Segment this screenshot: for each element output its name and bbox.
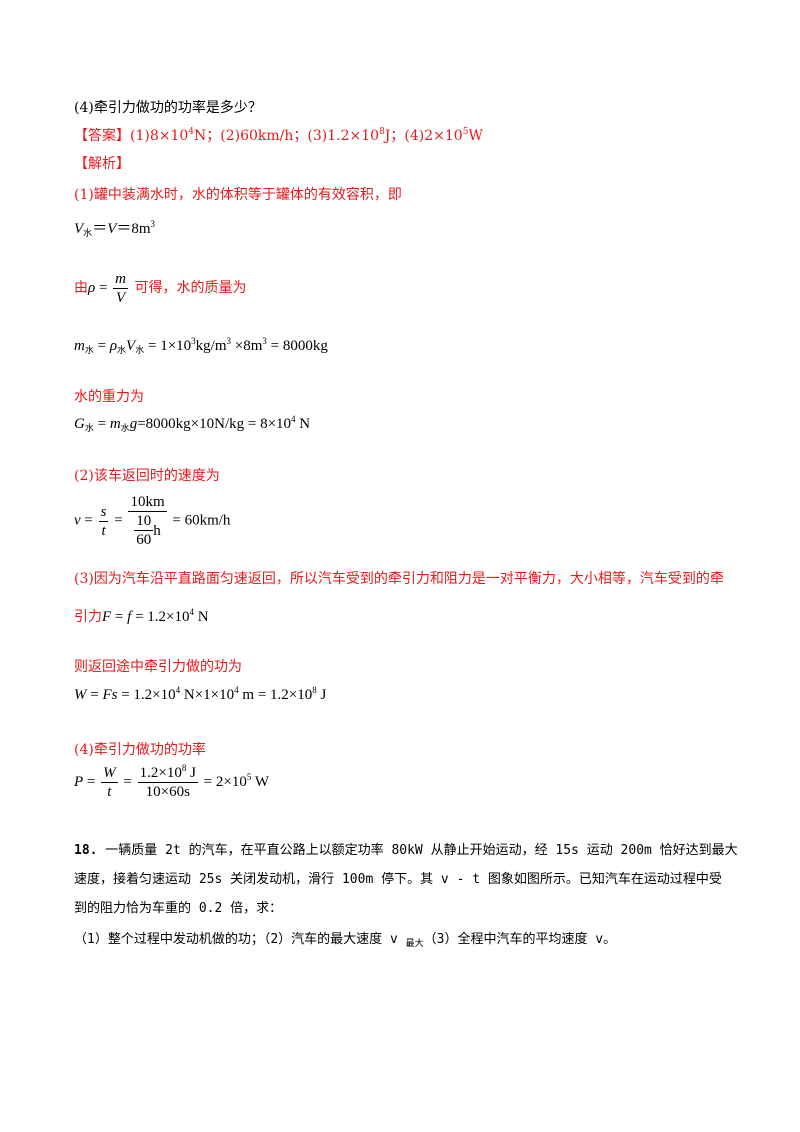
analysis-tag: 【解析】 [74,156,130,172]
work-text: 则返回途中牵引力做的功为 [74,659,242,675]
answer-line: 【答案】(1)8×104N；(2)60km/h；(3)1.2×108J；(4)2… [74,127,483,145]
question-18-line4: （1）整个过程中发动机做的功；（2）汽车的最大速度 v 最大（3）全程中汽车的平… [74,932,617,949]
answer-tag: 【答案】 [74,128,130,144]
answer-exp1: 4 [188,127,195,137]
answer-part3: J；(4)2×10 [384,128,463,144]
step1-text: (1)罐中装满水时，水的体积等于罐体的有效容积，即 [74,187,402,203]
equation-volume: V水＝V＝8m3 [74,219,156,238]
question-18-line1: 18. 一辆质量 2t 的汽车，在平直公路上以额定功率 80kW 从静止开始运动… [74,843,738,858]
answer-part4: W [468,128,483,144]
traction-force-line: 引力F = f = 1.2×104 N [74,607,209,626]
step3-text: (3)因为汽车沿平直路面匀速返回，所以汽车受到的牵引力和阻力是一对平衡力，大小相… [74,571,724,587]
gravity-text: 水的重力为 [74,389,144,405]
equation-work: W = Fs = 1.2×104 N×1×104 m = 1.2×108 J [74,685,327,704]
step4-text: (4)牵引力做功的功率 [74,742,206,758]
answer-part1: (1)8×10 [130,128,189,144]
answer-exp3: 8 [379,127,385,137]
question-18-line2: 速度，接着匀速运动 25s 关闭发动机，滑行 100m 停下。其 v - t 图… [74,872,722,887]
answer-part2: N；(2)60km/h；(3)1.2×10 [194,128,380,144]
step2-text: (2)该车返回时的速度为 [74,468,220,484]
answer-exp4: 5 [462,127,469,137]
question-4-prompt: (4)牵引力做功的功率是多少？ [74,100,262,116]
equation-mass: m水 = ρ水V水 = 1×103kg/m3 ×8m3 = 8000kg [74,336,328,355]
equation-gravity: G水 = m水g=8000kg×10N/kg = 8×104 N [74,414,311,433]
question-number: 18. [74,843,98,858]
question-18-line3: 到的阻力恰为车重的 0.2 倍，求： [74,901,283,916]
